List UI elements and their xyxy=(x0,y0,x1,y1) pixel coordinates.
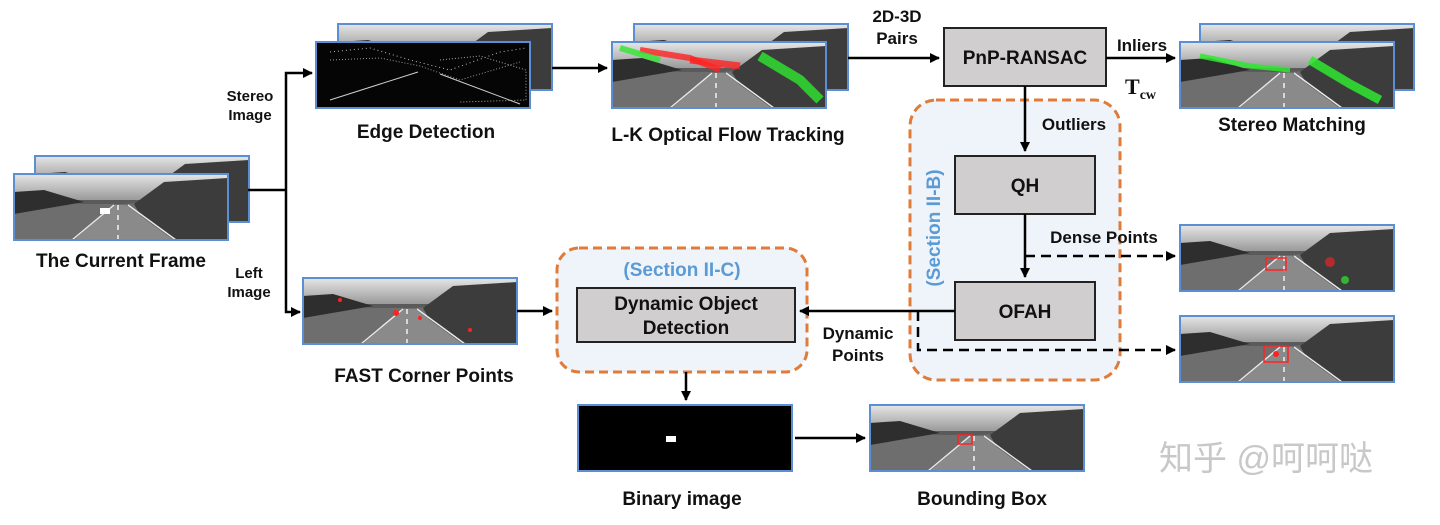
fast-corner-thumbnail xyxy=(302,277,518,345)
current-frame-label: The Current Frame xyxy=(36,251,206,272)
bounding-box-label: Bounding Box xyxy=(917,489,1047,510)
qh-text: QH xyxy=(1011,176,1040,197)
section-ii-c-label: (Section II-C) xyxy=(623,260,740,281)
dense-points-label: Dense Points xyxy=(1050,228,1158,247)
section-ii-b-label: (Section II-B) xyxy=(924,169,945,286)
dynamic-points-label-line2: Points xyxy=(832,346,884,365)
outliers-label: Outliers xyxy=(1042,115,1106,134)
dense-points-thumbnail xyxy=(1179,224,1395,292)
dynamic-points-thumbnail xyxy=(1179,315,1395,383)
stereo-image-label-line2: Image xyxy=(228,107,271,124)
dod-text-line2: Detection xyxy=(643,318,730,339)
current-frame-thumbnail xyxy=(13,173,229,241)
pairs-label-line1: 2D-3D xyxy=(872,7,921,26)
fast-corner-label: FAST Corner Points xyxy=(334,366,513,387)
stereo-matching-label: Stereo Matching xyxy=(1218,115,1366,136)
pairs-label-line2: Pairs xyxy=(876,29,918,48)
binary-image-label: Binary image xyxy=(622,489,741,510)
inliers-label: Inliers xyxy=(1117,36,1167,55)
lk-tracking-label: L-K Optical Flow Tracking xyxy=(611,125,844,146)
stereo-matching-thumbnail xyxy=(1179,41,1395,109)
binary-image-thumbnail xyxy=(577,404,793,472)
left-image-label-line2: Image xyxy=(227,284,270,301)
bounding-box-thumbnail xyxy=(869,404,1085,472)
pnp-ransac-text: PnP-RANSAC xyxy=(963,48,1088,69)
dynamic-object-detection-box xyxy=(576,287,796,343)
qh-box xyxy=(954,155,1096,215)
watermark-text: 知乎 @呵呵哒 xyxy=(1159,440,1373,478)
dynamic-points-label-line1: Dynamic xyxy=(823,324,894,343)
tcw-label: Tcw xyxy=(1125,74,1157,103)
dod-text-line1: Dynamic Object xyxy=(614,294,758,315)
ofah-text: OFAH xyxy=(999,302,1052,323)
edge-detection-label: Edge Detection xyxy=(357,122,495,143)
edge-detection-thumbnail xyxy=(315,41,531,109)
stereo-image-label-line1: Stereo xyxy=(227,88,274,105)
dashed-connectors xyxy=(916,251,1176,355)
left-image-label-line1: Left xyxy=(235,265,263,282)
connectors xyxy=(248,53,1176,443)
lk-tracking-thumbnail xyxy=(611,41,827,109)
